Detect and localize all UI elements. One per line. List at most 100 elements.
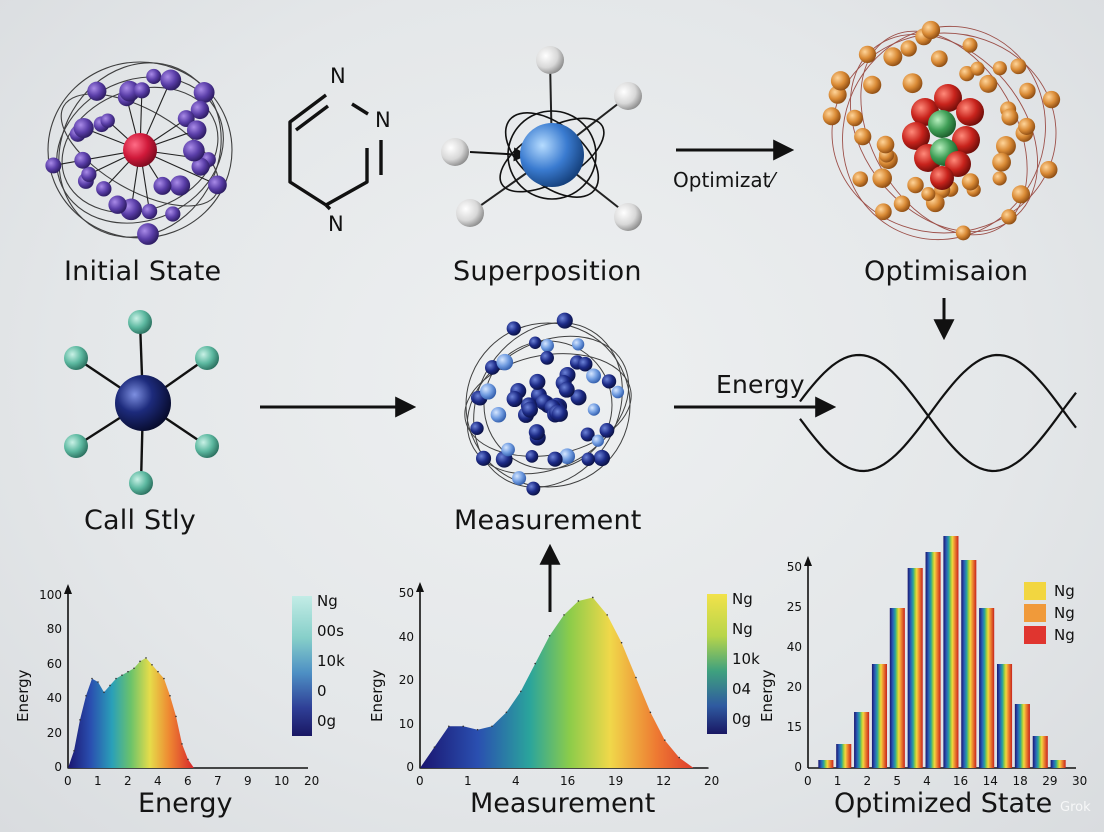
core-navy bbox=[558, 381, 575, 398]
electron-navy bbox=[577, 356, 593, 372]
y-tick-label: 25 bbox=[786, 600, 802, 614]
satellite-grey bbox=[441, 138, 469, 166]
y-tick-label: 40 bbox=[46, 691, 62, 706]
electron-orange bbox=[1001, 209, 1017, 225]
bar bbox=[836, 744, 852, 768]
electron-orange bbox=[955, 225, 971, 241]
initial-state-atom bbox=[45, 61, 233, 245]
core-navy bbox=[506, 391, 523, 408]
electron-purple bbox=[146, 68, 162, 84]
electron-navy bbox=[599, 423, 615, 438]
legend-label: Ng bbox=[1054, 604, 1075, 622]
electron-navy bbox=[547, 451, 563, 467]
electron-orange bbox=[854, 128, 872, 146]
data-point bbox=[606, 614, 608, 616]
pyrimidine-n-bottom: N bbox=[328, 212, 344, 236]
electron-orange bbox=[1042, 90, 1061, 109]
electron-orange bbox=[992, 61, 1007, 76]
core-blue bbox=[520, 123, 584, 187]
data-point bbox=[85, 694, 87, 697]
bar bbox=[818, 760, 834, 768]
electron-navy bbox=[581, 452, 595, 466]
data-point bbox=[448, 725, 450, 728]
data-point bbox=[115, 677, 117, 680]
electron-navy bbox=[476, 450, 492, 466]
data-point bbox=[79, 719, 81, 721]
data-point bbox=[181, 743, 183, 745]
electron-purple bbox=[191, 157, 210, 176]
electron-orange bbox=[852, 171, 869, 187]
legend-label: Ng bbox=[317, 592, 338, 610]
legend-swatch bbox=[1024, 626, 1046, 644]
legend-label: Ng bbox=[1054, 582, 1075, 600]
x-tick-label: 6 bbox=[184, 774, 192, 788]
electron-orange bbox=[902, 73, 923, 94]
electron-navy bbox=[556, 312, 573, 329]
electron-navy bbox=[601, 374, 617, 389]
core-navy bbox=[551, 405, 568, 422]
bar bbox=[1032, 736, 1048, 768]
legend-swatch bbox=[1024, 582, 1046, 600]
x-tick-label: 10 bbox=[274, 774, 290, 788]
chart-energy bbox=[64, 584, 312, 769]
label-superposition: Superposition bbox=[453, 256, 642, 287]
chart3-xlabel: Optimized State bbox=[834, 788, 1053, 819]
x-tick-label: 20 bbox=[304, 774, 320, 788]
electron-navy bbox=[501, 442, 515, 457]
nucleus-red bbox=[123, 133, 157, 167]
electron-navy bbox=[586, 368, 602, 384]
chart3-ylabel: Energy bbox=[758, 669, 776, 722]
electron-navy bbox=[591, 434, 604, 447]
electron-orange bbox=[962, 37, 978, 53]
data-point bbox=[193, 767, 195, 769]
x-tick-label: 12 bbox=[656, 774, 672, 788]
nucleus-cluster bbox=[902, 84, 984, 190]
electron-navy bbox=[587, 403, 601, 416]
data-point bbox=[534, 662, 536, 665]
electron-purple bbox=[73, 117, 94, 139]
satellite-grey bbox=[614, 82, 642, 110]
electron-purple bbox=[193, 82, 215, 103]
label-optimisation: Optimisaion bbox=[864, 256, 1029, 287]
core-navy bbox=[529, 373, 546, 390]
bar bbox=[871, 664, 888, 768]
x-tick-label: 0 bbox=[416, 774, 424, 788]
electron-orange bbox=[830, 71, 851, 91]
pyrimidine-structure bbox=[288, 93, 383, 211]
electron-purple bbox=[108, 195, 127, 214]
electron-navy bbox=[470, 421, 484, 436]
electron-navy bbox=[480, 383, 497, 400]
electron-purple bbox=[81, 166, 97, 182]
pyrimidine-n-top: N bbox=[330, 64, 346, 88]
electron-navy bbox=[580, 427, 595, 442]
data-point bbox=[692, 767, 695, 769]
chart2-xlabel: Measurement bbox=[470, 788, 656, 819]
data-point bbox=[592, 596, 594, 599]
x-tick-label: 2 bbox=[863, 774, 872, 788]
legend-label: Ng bbox=[732, 590, 753, 608]
y-tick-label: 20 bbox=[398, 673, 414, 687]
x-tick-label: 4 bbox=[154, 774, 162, 788]
x-tick-label: 1 bbox=[94, 774, 102, 788]
data-point bbox=[163, 677, 165, 680]
watermark: Grok bbox=[1060, 800, 1091, 815]
data-point bbox=[678, 756, 680, 759]
label-measurement-molecule: Measurement bbox=[454, 505, 642, 536]
electron-navy bbox=[559, 448, 576, 465]
electron-orange bbox=[883, 47, 903, 67]
bar bbox=[996, 664, 1013, 768]
y-tick-label: 0 bbox=[406, 760, 414, 774]
x-tick-label: 16 bbox=[952, 774, 969, 788]
electron-navy bbox=[572, 338, 585, 351]
data-point bbox=[151, 664, 153, 666]
legend-label: 0 bbox=[317, 682, 327, 700]
electron-purple bbox=[160, 69, 182, 91]
legend-colorbar bbox=[292, 596, 312, 736]
data-point bbox=[462, 725, 465, 728]
electron-purple bbox=[137, 223, 159, 245]
x-tick-label: 18 bbox=[1012, 774, 1028, 788]
legend-label: Ng bbox=[732, 620, 753, 638]
y-tick-label: 80 bbox=[46, 622, 62, 637]
data-point bbox=[139, 660, 141, 663]
electron-navy bbox=[496, 353, 514, 371]
